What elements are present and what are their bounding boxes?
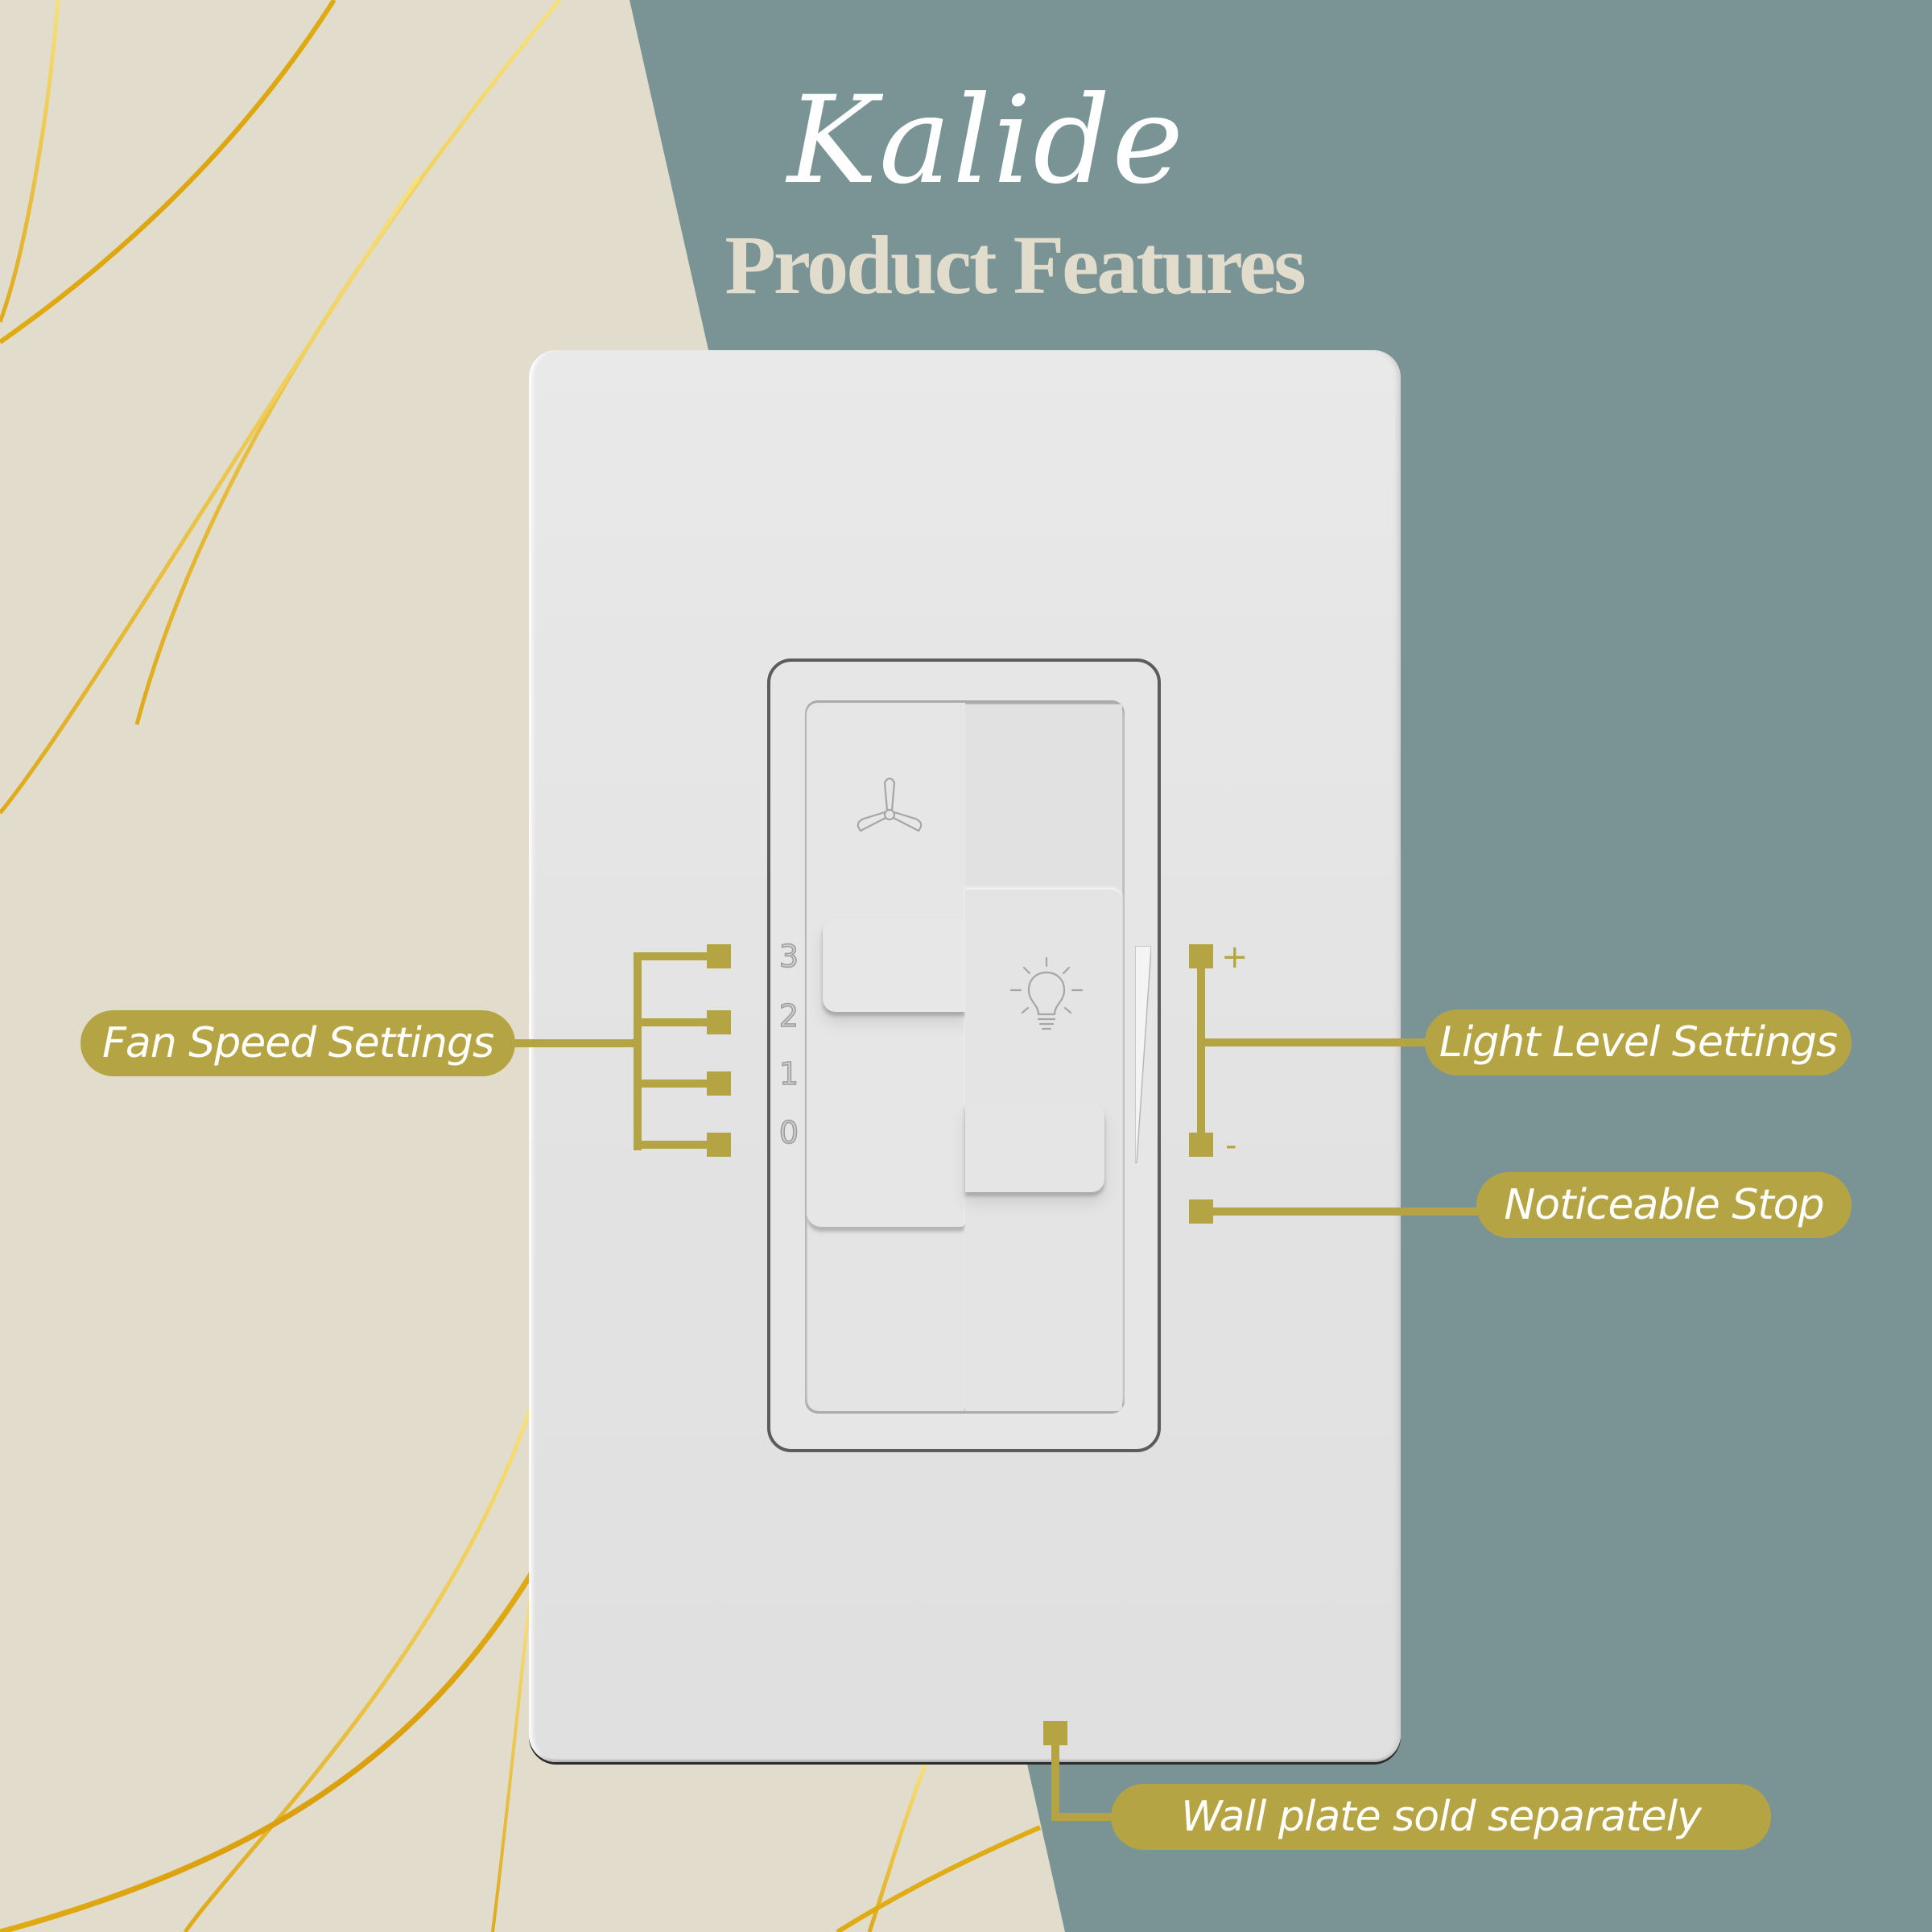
fan-bracket-tick-3 <box>634 952 714 960</box>
fan-scale-3: 3 <box>778 938 799 975</box>
light-bulb-icon <box>1009 956 1084 1030</box>
brand-logo: Kalide <box>786 71 1186 211</box>
fan-marker-3 <box>707 944 731 968</box>
light-minus-label: - <box>1225 1127 1237 1164</box>
page-title: Product Features <box>724 219 1306 312</box>
light-bracket <box>1197 958 1205 1143</box>
fan-scale-0: 0 <box>778 1114 799 1151</box>
ceiling-fan-icon <box>857 777 923 832</box>
fan-scale-2: 2 <box>778 997 799 1034</box>
fan-marker-1 <box>707 1071 731 1096</box>
noticeable-stop-callout: Noticeable Stop <box>1476 1172 1852 1238</box>
light-level-slider-knob[interactable] <box>965 1104 1104 1192</box>
fan-callout-connector <box>514 1039 638 1047</box>
wall-plate-callout: Wall plate sold separately <box>1111 1784 1771 1850</box>
fan-bracket-tick-0 <box>634 1141 714 1149</box>
fan-marker-0 <box>707 1133 731 1157</box>
light-level-wedge-indicator <box>1135 946 1151 1163</box>
fan-marker-2 <box>707 1010 731 1034</box>
fan-bracket-tick-1 <box>634 1080 714 1088</box>
fan-scale-1: 1 <box>778 1055 799 1092</box>
wallplate-connector-horizontal <box>1051 1813 1116 1821</box>
fan-speed-callout: Fan Speed Settings <box>80 1010 515 1076</box>
light-callout-connector <box>1201 1038 1435 1046</box>
fan-callout-bracket <box>634 952 642 1150</box>
light-level-callout: Light Level Settings <box>1425 1009 1852 1075</box>
wallplate-connector-vertical <box>1051 1739 1059 1821</box>
fan-speed-slider-knob[interactable] <box>823 919 966 1012</box>
stop-connector <box>1208 1208 1481 1216</box>
light-plus-label: + <box>1221 939 1249 976</box>
fan-bracket-tick-2 <box>634 1018 714 1026</box>
